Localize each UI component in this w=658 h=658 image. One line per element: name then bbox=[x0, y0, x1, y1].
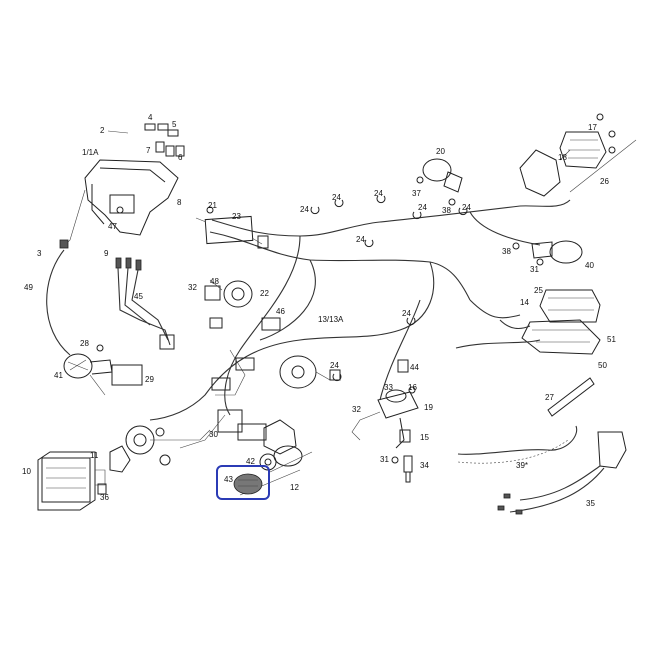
label-21: 21 bbox=[208, 201, 217, 210]
label-37: 37 bbox=[412, 189, 421, 198]
clip-set-24 bbox=[310, 195, 468, 382]
label-17: 17 bbox=[588, 123, 597, 132]
label-42: 42 bbox=[246, 457, 255, 466]
label-24-c: 24 bbox=[374, 189, 383, 198]
label-32-b: 32 bbox=[352, 405, 361, 414]
label-31-b: 31 bbox=[530, 265, 539, 274]
label-4: 4 bbox=[148, 113, 153, 122]
turn-signal-20 bbox=[416, 158, 463, 206]
label-28: 28 bbox=[80, 339, 89, 348]
turn-signal-41 bbox=[63, 344, 143, 396]
horn-22 bbox=[204, 279, 253, 329]
tail-light-assembly bbox=[519, 113, 637, 197]
label-15: 15 bbox=[420, 433, 429, 442]
label-24-h: 24 bbox=[330, 361, 339, 370]
label-24-a: 24 bbox=[300, 205, 309, 214]
label-5: 5 bbox=[172, 120, 177, 129]
label-19: 19 bbox=[424, 403, 433, 412]
headlight-assembly bbox=[37, 425, 211, 511]
label-29: 29 bbox=[145, 375, 154, 384]
key-cover-43 bbox=[233, 473, 263, 495]
label-3: 3 bbox=[37, 249, 42, 258]
ignition-coil-15 bbox=[351, 359, 419, 449]
regulator-group bbox=[455, 289, 601, 355]
label-24-d: 24 bbox=[418, 203, 427, 212]
label-51: 51 bbox=[607, 335, 616, 344]
instrument-cluster bbox=[59, 159, 179, 249]
label-24-b: 24 bbox=[332, 193, 341, 202]
label-46: 46 bbox=[276, 307, 285, 316]
label-18: 18 bbox=[558, 153, 567, 162]
label-30: 30 bbox=[209, 430, 218, 439]
label-24-f: 24 bbox=[356, 235, 365, 244]
main-wiring-harness bbox=[149, 199, 571, 421]
label-24-g: 24 bbox=[402, 309, 411, 318]
label-43: 43 bbox=[224, 475, 233, 484]
label-49: 49 bbox=[24, 283, 33, 292]
label-9: 9 bbox=[104, 249, 109, 258]
spark-plug-34 bbox=[391, 455, 413, 483]
label-26: 26 bbox=[600, 177, 609, 186]
label-32-a: 32 bbox=[188, 283, 197, 292]
switch-35 bbox=[497, 431, 627, 515]
label-45: 45 bbox=[134, 292, 143, 301]
label-35: 35 bbox=[586, 499, 595, 508]
label-6: 6 bbox=[178, 153, 183, 162]
label-14: 14 bbox=[520, 298, 529, 307]
label-41: 41 bbox=[54, 371, 63, 380]
cdi-unit-23 bbox=[195, 206, 269, 249]
label-31-a: 31 bbox=[380, 455, 389, 464]
label-13-13a: 13/13A bbox=[318, 315, 344, 324]
label-22: 22 bbox=[260, 289, 269, 298]
label-24-e: 24 bbox=[462, 203, 471, 212]
label-2: 2 bbox=[100, 126, 105, 135]
label-34: 34 bbox=[420, 461, 429, 470]
label-40: 40 bbox=[585, 261, 594, 270]
label-7: 7 bbox=[146, 146, 151, 155]
label-38-b: 38 bbox=[502, 247, 511, 256]
label-10: 10 bbox=[22, 467, 31, 476]
label-8: 8 bbox=[177, 198, 182, 207]
label-12: 12 bbox=[290, 483, 299, 492]
label-23: 23 bbox=[232, 212, 241, 221]
ignition-switch-group bbox=[179, 409, 313, 473]
label-36: 36 bbox=[100, 493, 109, 502]
label-44: 44 bbox=[410, 363, 419, 372]
label-39: 39* bbox=[516, 461, 528, 470]
label-27: 27 bbox=[545, 393, 554, 402]
label-25: 25 bbox=[534, 286, 543, 295]
label-1-1a: 1/1A bbox=[82, 148, 99, 157]
label-16: 16 bbox=[408, 383, 417, 392]
strap-27 bbox=[547, 377, 595, 417]
pickup-24 bbox=[279, 355, 341, 389]
label-47: 47 bbox=[108, 222, 117, 231]
turn-signal-40 bbox=[512, 240, 583, 266]
label-50: 50 bbox=[598, 361, 607, 370]
label-38-a: 38 bbox=[442, 206, 451, 215]
label-20: 20 bbox=[436, 147, 445, 156]
connector-harness-45 bbox=[115, 257, 175, 350]
label-11: 11 bbox=[90, 451, 99, 460]
wire-39 bbox=[457, 425, 578, 464]
label-48: 48 bbox=[210, 277, 219, 286]
bulb-set bbox=[144, 123, 185, 157]
highlight-box bbox=[216, 465, 270, 500]
label-33: 33 bbox=[384, 383, 393, 392]
